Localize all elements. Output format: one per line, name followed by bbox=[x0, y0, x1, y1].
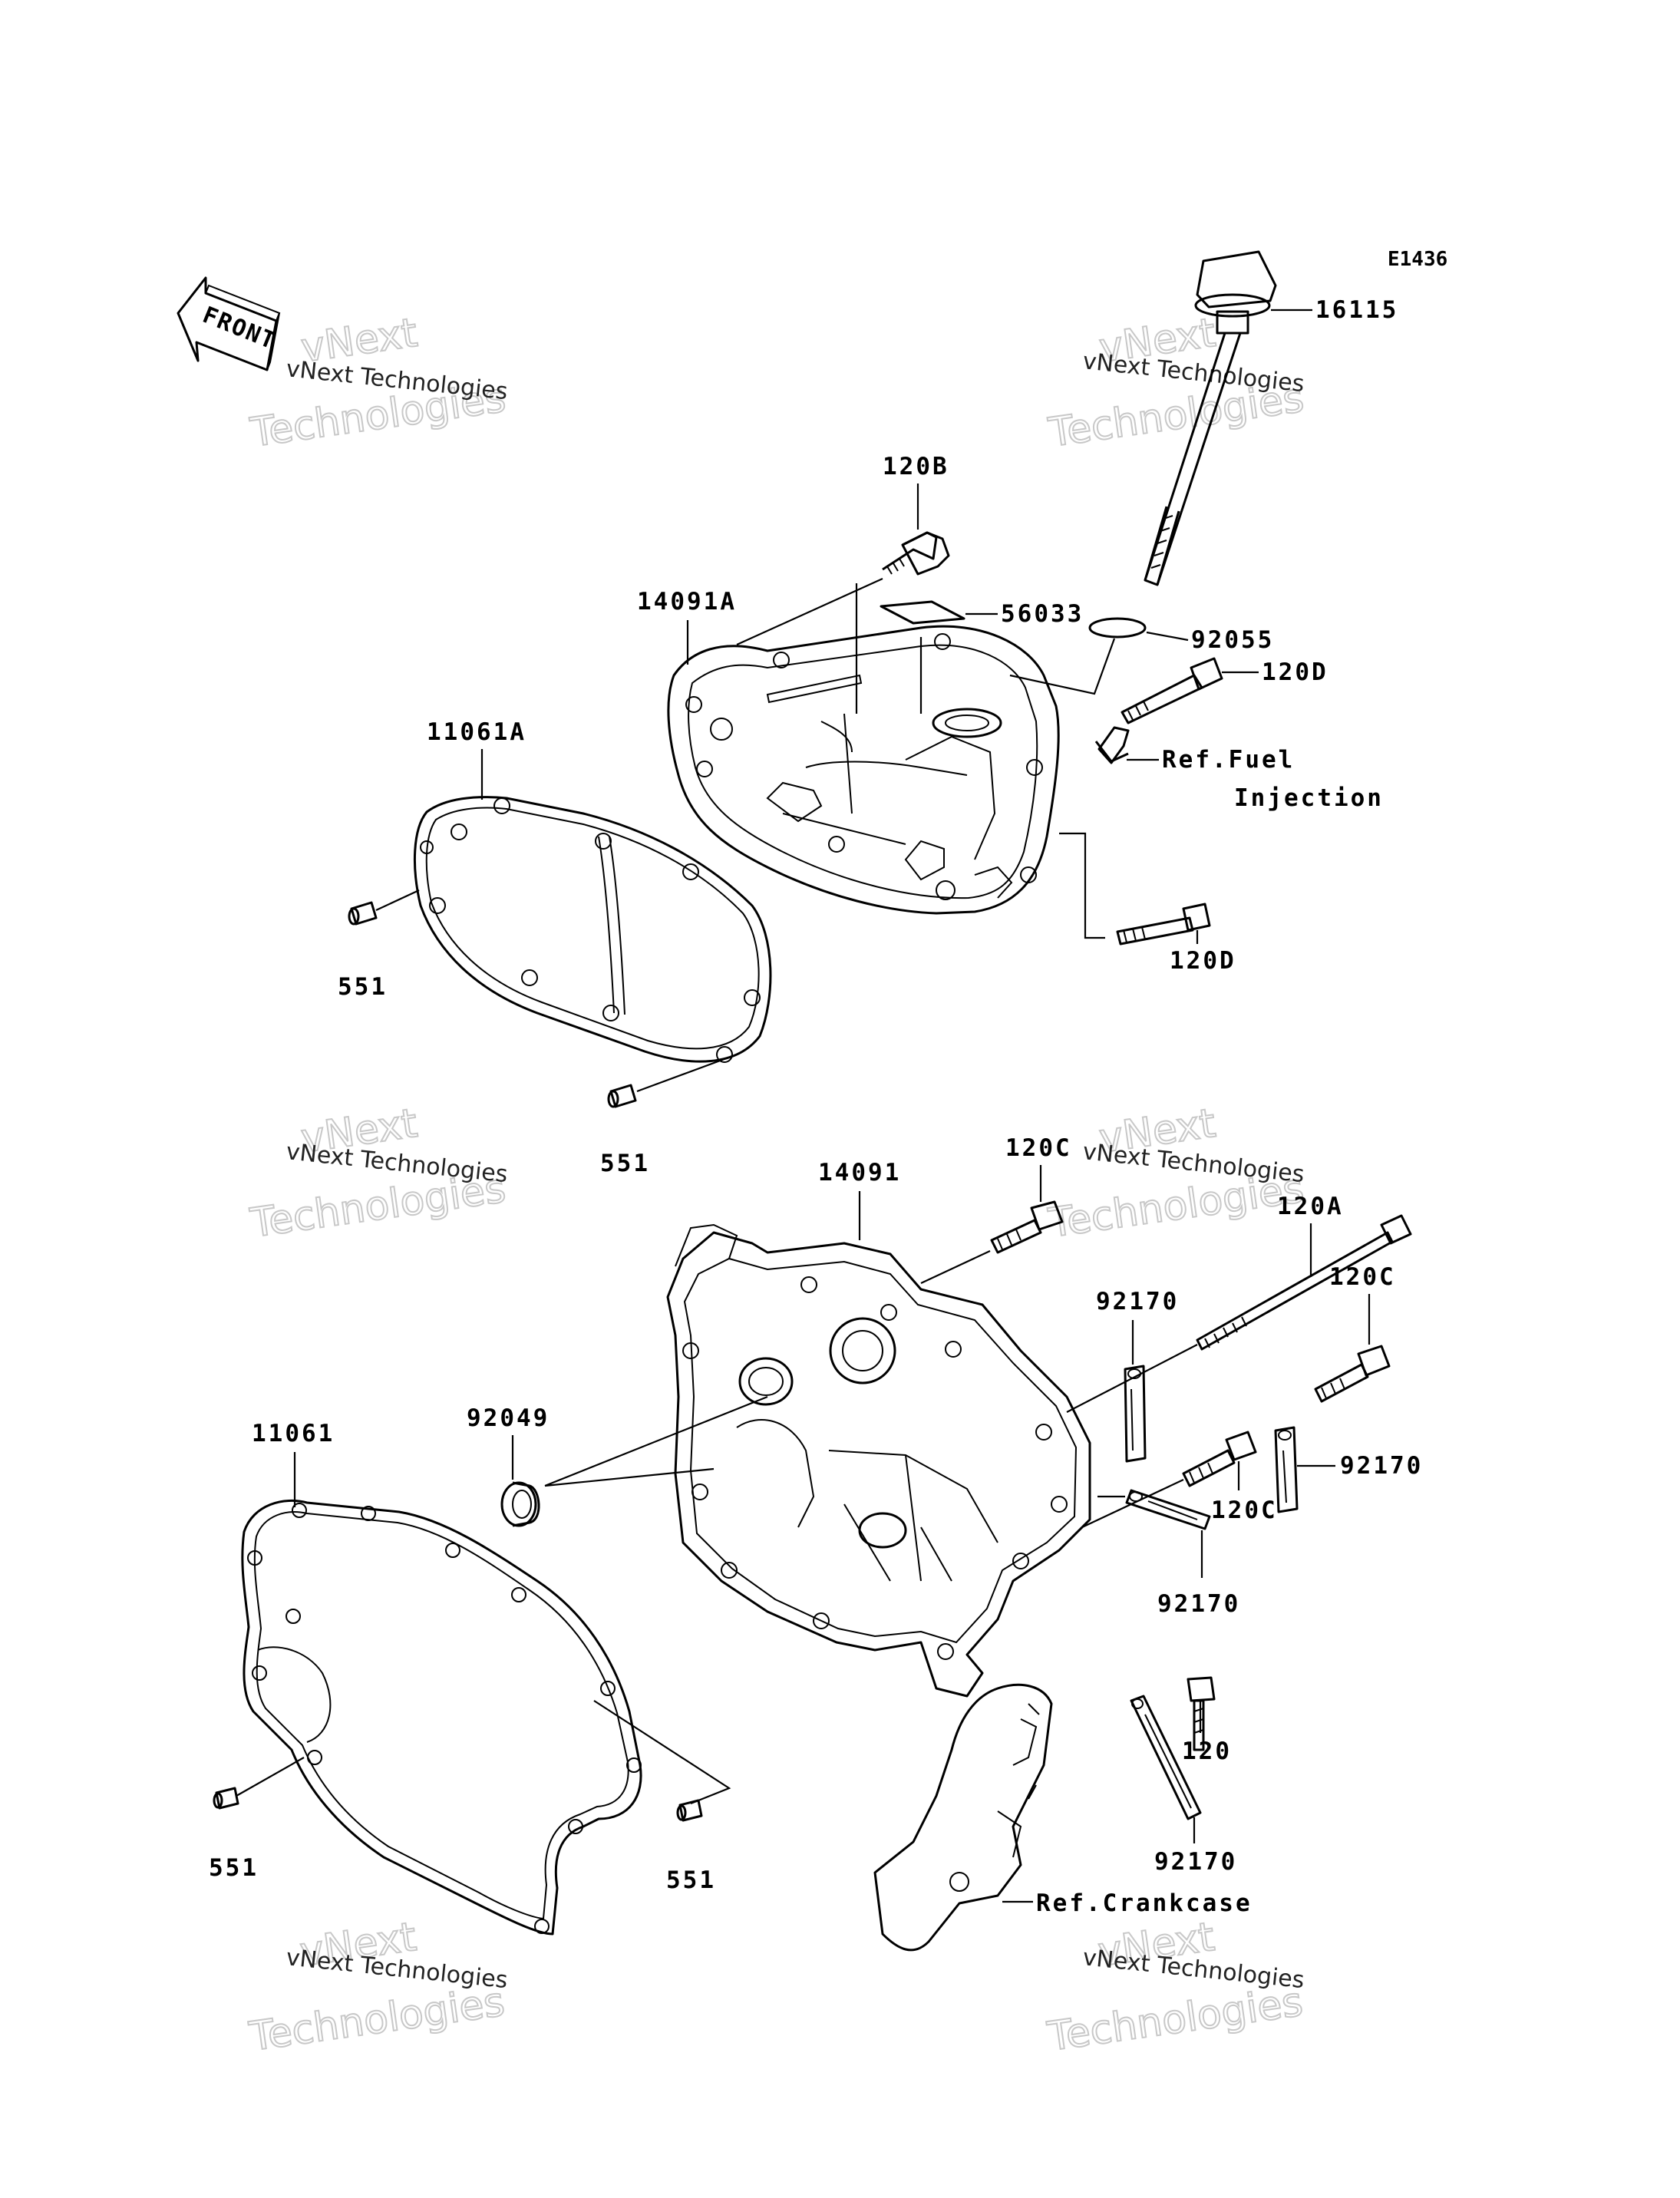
bolt-120A bbox=[1196, 1214, 1412, 1351]
inner-cover-14091 bbox=[666, 1223, 1091, 1698]
bolt-120C-right bbox=[1314, 1345, 1391, 1403]
label-14091: 14091 bbox=[818, 1159, 901, 1186]
label-120A: 120A bbox=[1277, 1193, 1344, 1220]
label-92170-d: 92170 bbox=[1154, 1848, 1237, 1876]
dowel-551 bbox=[607, 1084, 637, 1108]
label-120: 120 bbox=[1182, 1738, 1232, 1765]
label-120C-top: 120C bbox=[1005, 1134, 1072, 1162]
ref-fuel-label: Ref.Fuel bbox=[1162, 746, 1295, 774]
label-11061: 11061 bbox=[252, 1420, 335, 1447]
ref-crankcase-label: Ref.Crankcase bbox=[1036, 1889, 1253, 1917]
label-92170-a: 92170 bbox=[1096, 1288, 1179, 1315]
label-120C-right: 120C bbox=[1329, 1263, 1396, 1291]
leader-line bbox=[1146, 631, 1189, 642]
label-551-c: 551 bbox=[209, 1854, 259, 1882]
bolt-120C-top bbox=[990, 1200, 1064, 1254]
outer-cover-14091A bbox=[667, 625, 1060, 915]
leader-line bbox=[1081, 1479, 1184, 1528]
leader-line bbox=[544, 1395, 768, 1487]
label-92049: 92049 bbox=[467, 1404, 550, 1432]
bolt-120B bbox=[882, 531, 950, 576]
leader-line bbox=[375, 889, 420, 911]
dowel-551 bbox=[213, 1787, 239, 1810]
dowel-551 bbox=[348, 901, 378, 926]
o-ring-92055 bbox=[1088, 617, 1147, 639]
clamp-92170 bbox=[1130, 1695, 1202, 1820]
leader-line bbox=[593, 1700, 731, 1805]
clamp-92170 bbox=[1125, 1489, 1211, 1530]
gasket-11061 bbox=[241, 1499, 642, 1936]
label-551-b: 551 bbox=[600, 1150, 650, 1177]
dipstick-16115 bbox=[1144, 250, 1277, 586]
leader-line bbox=[636, 1053, 738, 1093]
label-11061A: 11061A bbox=[427, 718, 526, 746]
clamp-92170 bbox=[1124, 1365, 1147, 1463]
bolt-120D-upper bbox=[1121, 657, 1223, 724]
leader-line bbox=[236, 1757, 305, 1797]
ref-injection-label: Injection bbox=[1234, 784, 1384, 812]
label-56033: 56033 bbox=[1001, 600, 1084, 628]
label-551-d: 551 bbox=[666, 1866, 716, 1894]
label-92170-b: 92170 bbox=[1340, 1452, 1423, 1480]
leader-line bbox=[920, 1250, 991, 1284]
fuel-injection-clip bbox=[1094, 726, 1130, 764]
oil-seal-92049 bbox=[500, 1481, 540, 1527]
label-92170-c: 92170 bbox=[1157, 1590, 1240, 1618]
leader-line bbox=[1009, 638, 1116, 695]
clamp-92170 bbox=[1274, 1426, 1299, 1513]
gasket-11061A bbox=[413, 796, 772, 1063]
leader-line bbox=[1059, 832, 1105, 939]
label-551-a: 551 bbox=[338, 973, 388, 1001]
label-120C-mid: 120C bbox=[1211, 1497, 1278, 1524]
bolt-120D-lower bbox=[1116, 903, 1211, 946]
diagram-code: E1436 bbox=[1388, 248, 1447, 271]
label-120B: 120B bbox=[883, 453, 949, 480]
leader-line bbox=[736, 577, 923, 714]
front-arrow-icon: FRONT bbox=[177, 276, 281, 371]
label-plate-56033 bbox=[880, 600, 965, 625]
svg-text:Technologies: Technologies bbox=[1045, 1979, 1305, 2061]
label-120D-upper: 120D bbox=[1262, 658, 1328, 686]
bolt-120C-mid bbox=[1182, 1431, 1257, 1487]
label-92055: 92055 bbox=[1191, 626, 1274, 654]
label-16115: 16115 bbox=[1315, 296, 1398, 324]
dowel-551 bbox=[676, 1799, 703, 1822]
crankcase-ref bbox=[873, 1683, 1053, 1952]
svg-text:Technologies: Technologies bbox=[246, 1979, 507, 2061]
label-120D-lower: 120D bbox=[1170, 947, 1236, 975]
label-14091A: 14091A bbox=[637, 588, 737, 616]
